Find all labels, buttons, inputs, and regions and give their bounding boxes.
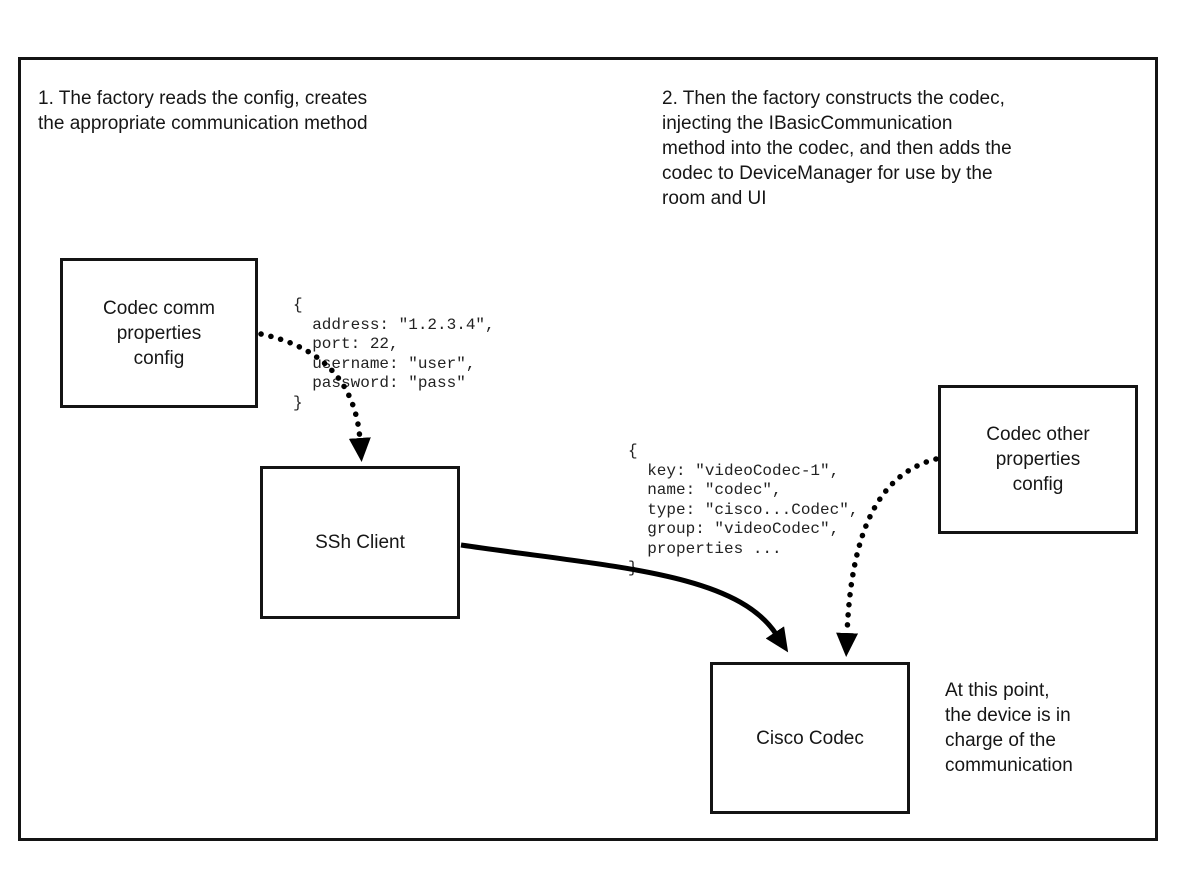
code-comm-properties-json: { address: "1.2.3.4", port: 22, username…	[293, 296, 495, 412]
note-step-2: 2. Then the factory constructs the codec…	[662, 88, 1012, 209]
note-step-1: 1. The factory reads the config, creates…	[38, 88, 368, 134]
note-device-in-charge: At this point, the device is in charge o…	[945, 680, 1073, 776]
box-cisco-codec: Cisco Codec	[710, 662, 910, 814]
box-codec-other-properties-config: Codec other properties config	[938, 385, 1138, 534]
box-ssh-client: SSh Client	[260, 466, 460, 619]
code-codec-properties-json: { key: "videoCodec-1", name: "codec", ty…	[628, 442, 859, 577]
box-codec-comm-properties-config: Codec comm properties config	[60, 258, 258, 408]
